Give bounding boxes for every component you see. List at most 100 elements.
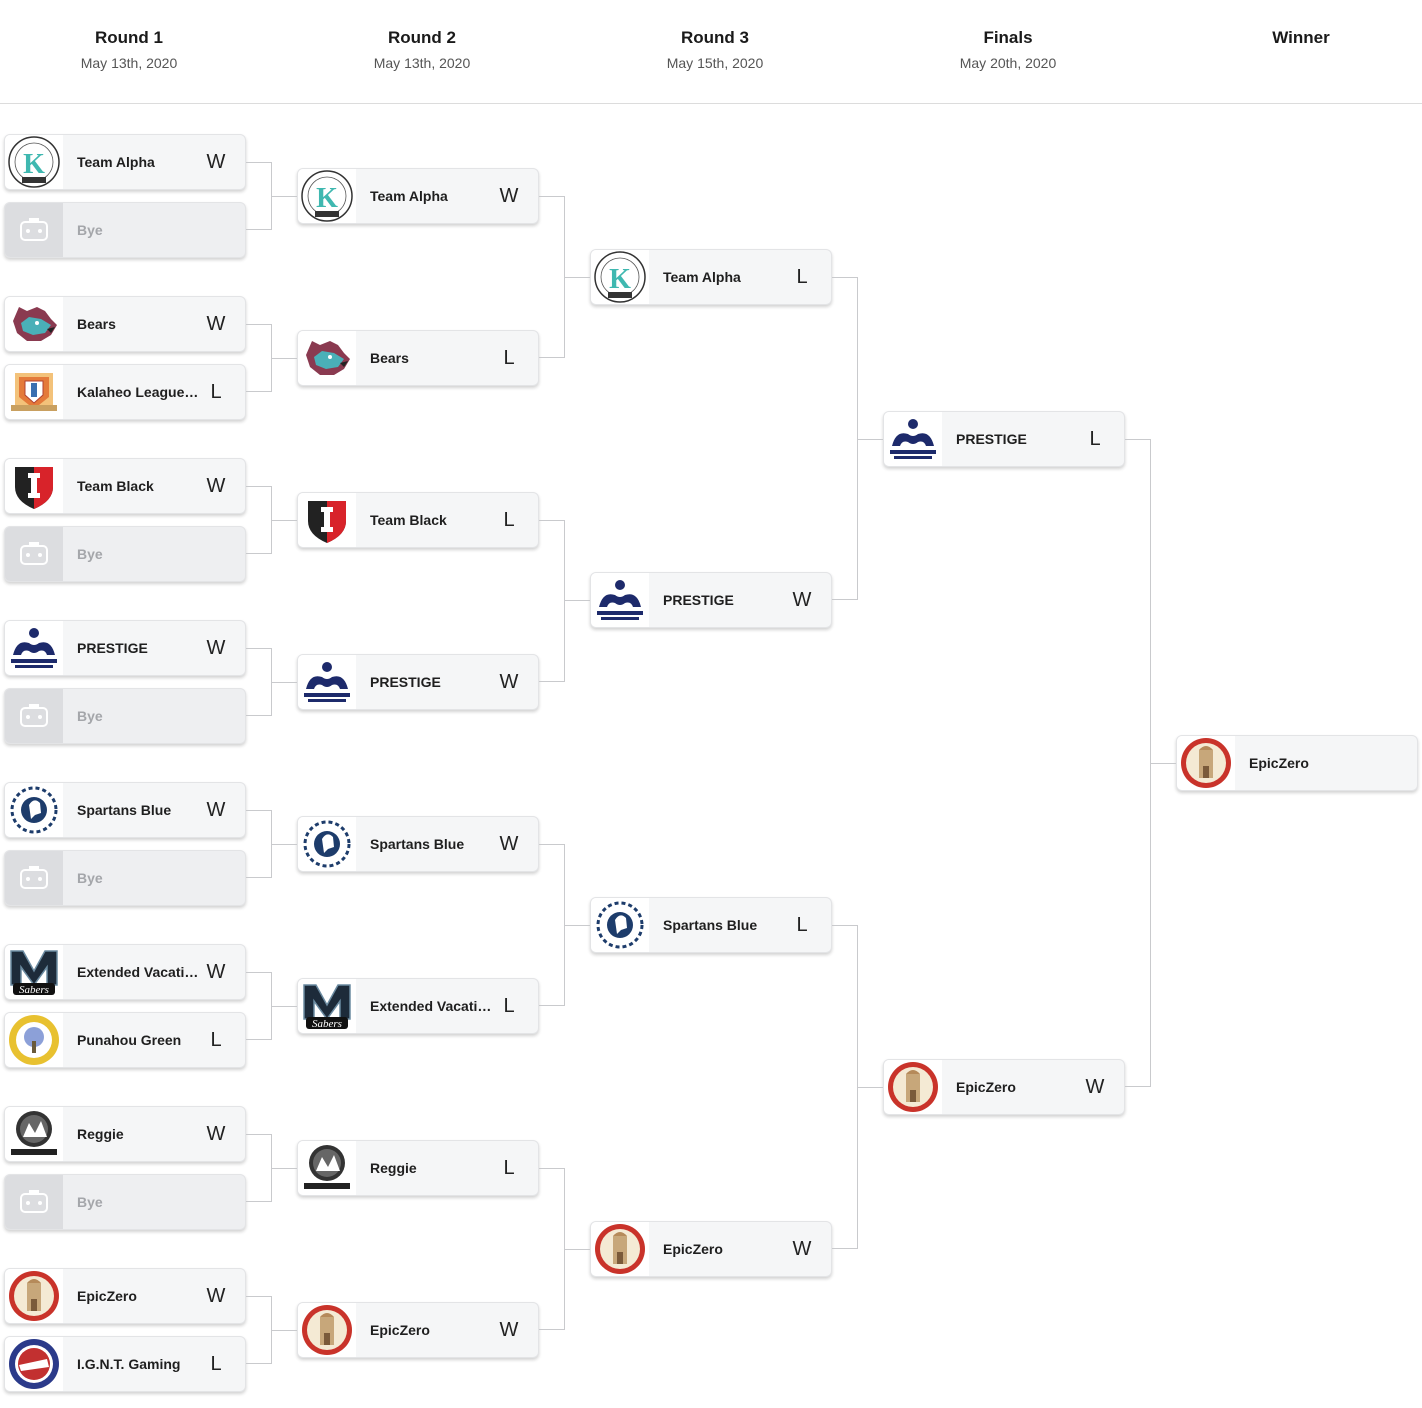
match-result: W: [499, 832, 519, 855]
bracket-connector: [272, 520, 297, 521]
moanalua-logo: [884, 412, 942, 466]
team-name: I.G.N.T. Gaming: [77, 1356, 181, 1372]
round-1-team-card[interactable]: Punahou Green L: [4, 1012, 246, 1068]
match-result: W: [206, 1122, 226, 1145]
team-name: Punahou Green: [77, 1032, 182, 1048]
bracket-connector: [539, 1168, 565, 1330]
round-1-team-card[interactable]: Team Black W: [4, 458, 246, 514]
shield-i-logo: [298, 493, 356, 547]
round-1-team-card[interactable]: EpicZero W: [4, 1268, 246, 1324]
epiczero-logo: [298, 1303, 356, 1357]
bracket-connector: [246, 324, 272, 392]
round-2-header: Round 2 May 13th, 2020: [297, 28, 547, 72]
match-result: L: [796, 265, 808, 288]
team-name: PRESTIGE: [663, 592, 734, 608]
match-result: W: [206, 1284, 226, 1307]
match-result: L: [210, 1028, 222, 1051]
match-result: L: [503, 994, 515, 1017]
bracket-connector: [246, 972, 272, 1040]
round-1-header: Round 1 May 13th, 2020: [4, 28, 254, 72]
svg-text:K: K: [316, 183, 338, 214]
bracket-connector: [272, 844, 297, 845]
spartan-logo: [591, 898, 649, 952]
crest-logo: [5, 365, 63, 419]
match-result: L: [503, 346, 515, 369]
round-3-team-card[interactable]: EpicZero W: [590, 1221, 832, 1277]
match-result: W: [1085, 1075, 1105, 1098]
winner-team-card[interactable]: EpicZero: [1176, 735, 1418, 791]
team-name: Extended Vacation: [77, 964, 199, 980]
bracket-connector: [272, 1330, 297, 1331]
team-name: EpicZero: [77, 1288, 137, 1304]
bracket-connector: [246, 1296, 272, 1364]
match-result: L: [503, 508, 515, 531]
match-result: L: [210, 1352, 222, 1375]
team-name: EpicZero: [663, 1241, 723, 1257]
team-name: Spartans Blue: [663, 917, 758, 933]
bracket-connector: [832, 925, 858, 1249]
team-name: PRESTIGE: [370, 674, 441, 690]
bye-slot[interactable]: Bye: [4, 526, 246, 582]
bracket-connector: [246, 648, 272, 716]
kihei-logo: [298, 1141, 356, 1195]
bye-slot[interactable]: Bye: [4, 688, 246, 744]
finals-header: Finals May 20th, 2020: [883, 28, 1133, 72]
round-date: May 20th, 2020: [959, 55, 1057, 71]
round-1-team-card[interactable]: Kalaheo League of ...L: [4, 364, 246, 420]
match-result: L: [1089, 427, 1101, 450]
round-date: May 15th, 2020: [666, 55, 764, 71]
bracket-connector: [272, 358, 297, 359]
team-name: Team Alpha: [77, 154, 155, 170]
placeholder-icon: [5, 527, 63, 581]
match-result: W: [206, 474, 226, 497]
match-result: W: [792, 1237, 812, 1260]
winner-header: Winner: [1176, 28, 1422, 54]
bracket-connector: [272, 682, 297, 683]
bracket-connector: [565, 1249, 590, 1250]
bracket-connector: [246, 810, 272, 878]
round-title: Finals: [983, 28, 1033, 47]
bye-slot[interactable]: Bye: [4, 850, 246, 906]
round-title: Winner: [1272, 28, 1330, 47]
round-date: May 13th, 2020: [373, 55, 471, 71]
bracket-connector: [246, 486, 272, 554]
kihei-logo: [5, 1107, 63, 1161]
bracket-connector: [565, 277, 590, 278]
team-name: Bye: [77, 870, 103, 886]
moanalua-logo: [5, 621, 63, 675]
team-name: Bye: [77, 1194, 103, 1210]
bye-slot[interactable]: Bye: [4, 202, 246, 258]
team-name: Spartans Blue: [77, 802, 172, 818]
bye-slot[interactable]: Bye: [4, 1174, 246, 1230]
bracket-header: Round 1 May 13th, 2020 Round 2 May 13th,…: [0, 0, 1422, 104]
epiczero-logo: [1177, 736, 1235, 790]
team-name: Team Alpha: [370, 188, 448, 204]
bracket-connector: [246, 162, 272, 230]
match-result: W: [792, 588, 812, 611]
round-1-team-card[interactable]: I.G.N.T. Gaming L: [4, 1336, 246, 1392]
ignt-logo: [5, 1337, 63, 1391]
bracket-connector: [539, 844, 565, 1006]
svg-text:Sabers: Sabers: [312, 1018, 342, 1030]
team-name: Team Black: [77, 478, 154, 494]
round-3-team-card[interactable]: PRESTIGE W: [590, 572, 832, 628]
team-name: Kalaheo League of ...: [77, 384, 199, 400]
